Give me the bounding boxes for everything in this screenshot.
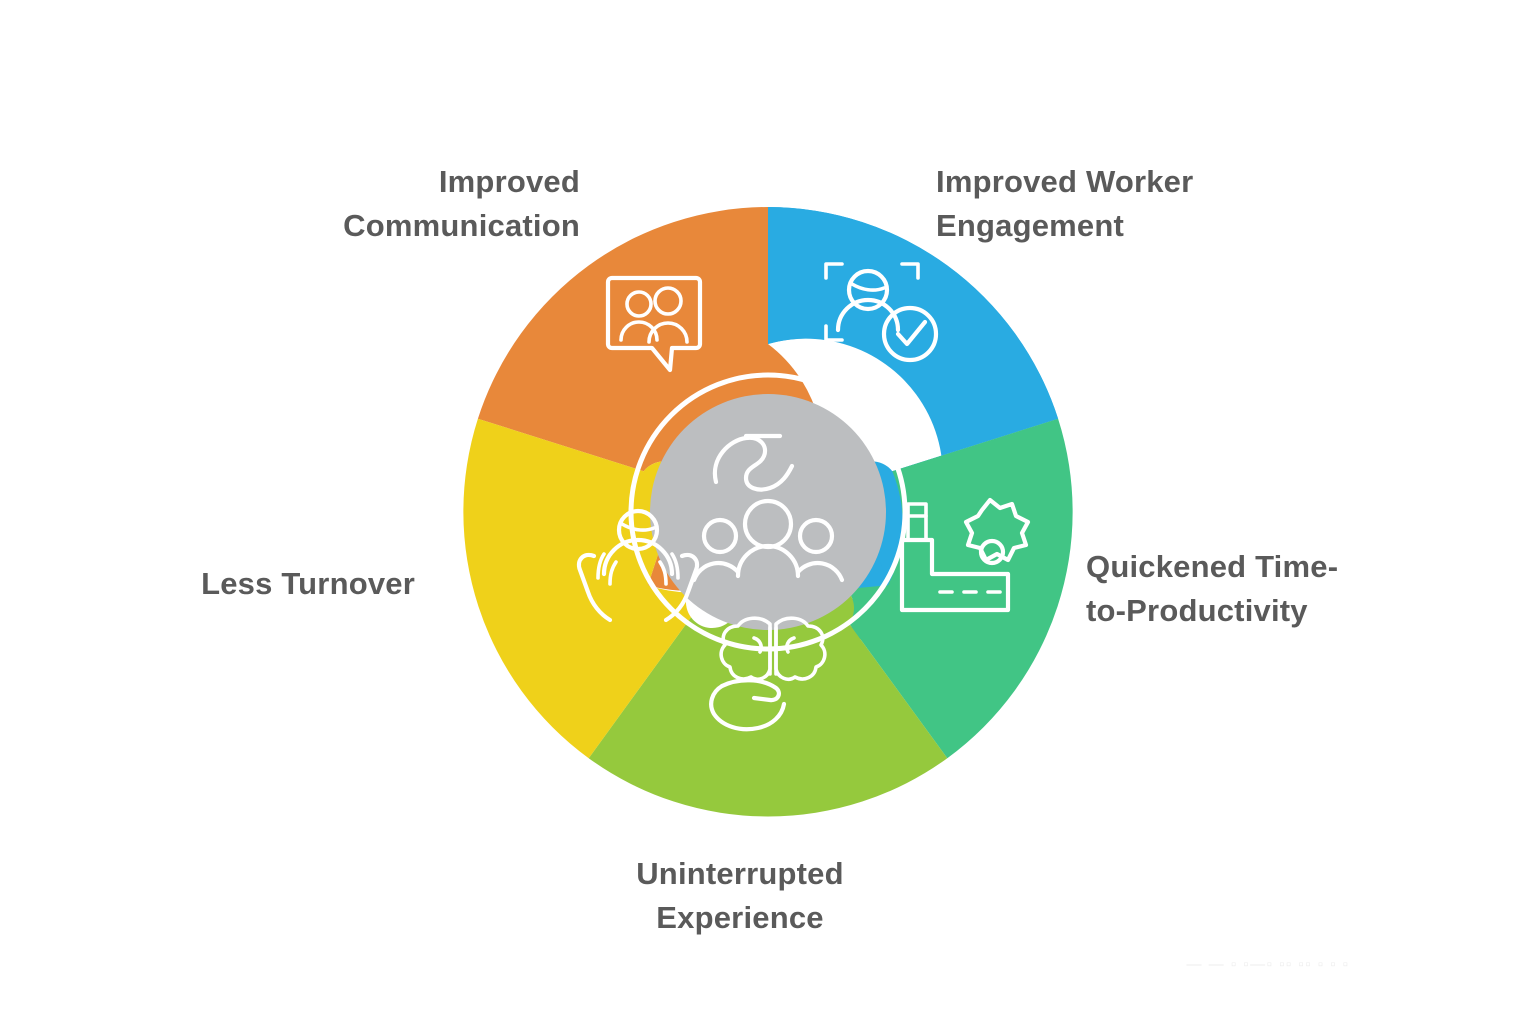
- group-of-people-icon: [691, 433, 845, 583]
- factory-gear-icon: [899, 497, 1031, 613]
- label-less-turnover: Less Turnover: [201, 566, 415, 601]
- label-improved-communication: Improved Communication: [343, 164, 580, 244]
- label-improved-worker-engagement: Improved Worker Engagement: [936, 164, 1194, 244]
- center-hub[interactable]: [650, 394, 886, 630]
- watermark-text: — — ▫ ▫—▫ ▫▫ ▫▫ ▫ ▫ ▫: [1186, 956, 1350, 973]
- segment-quickened-time-to-productivity-shape[interactable]: [806, 418, 1073, 759]
- speech-bubble-two-people-icon: [605, 275, 703, 373]
- puzzle-wheel: .ico { fill: none; stroke: #ffffff; stro…: [448, 192, 1088, 832]
- label-quickened-time-to-productivity: Quickened Time- to-Productivity: [1086, 549, 1339, 629]
- person-held-by-hands-icon: [576, 508, 700, 623]
- segment-improved-worker-engagement-shape[interactable]: [768, 207, 1059, 586]
- center-circle: [650, 394, 886, 630]
- person-focus-frame-checkmark-icon: [824, 262, 939, 363]
- brain-on-hand-icon: [709, 616, 827, 732]
- label-uninterrupted-experience: Uninterrupted Experience: [636, 856, 844, 936]
